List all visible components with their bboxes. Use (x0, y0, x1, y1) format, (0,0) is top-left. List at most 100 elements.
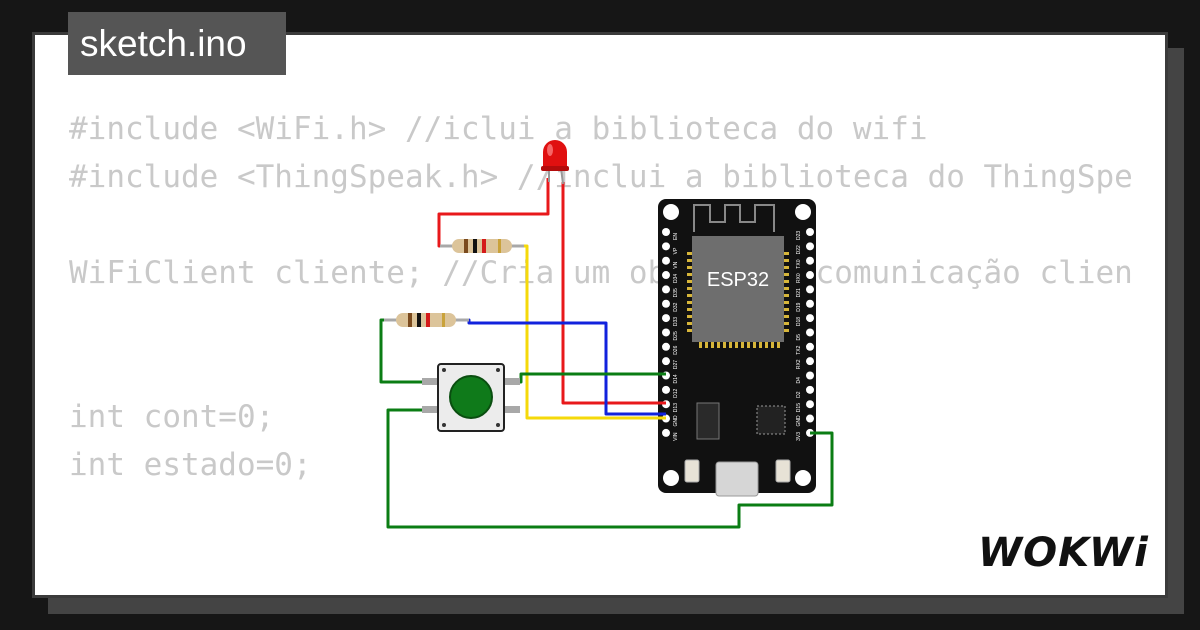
header-pin[interactable] (806, 285, 814, 294)
header-pin[interactable] (662, 285, 670, 294)
pin-label: D25 (673, 331, 679, 340)
pin-label: VP (673, 247, 679, 254)
pin-label: D5 (796, 334, 802, 341)
header-pin[interactable] (806, 228, 814, 236)
wire-red-led-d13[interactable] (561, 182, 666, 405)
header-pin[interactable] (806, 385, 814, 394)
chip-pad (723, 342, 726, 348)
code-line: #include <ThingSpeak.h> //inclui a bibli… (69, 159, 1133, 195)
file-tab[interactable]: sketch.ino (68, 12, 286, 75)
header-pin[interactable] (662, 357, 670, 366)
pin-label: D33 (673, 317, 679, 326)
chip-pad (711, 342, 714, 348)
boot-button[interactable] (684, 459, 700, 483)
header-pin[interactable] (806, 256, 814, 265)
pin-label: D34 (673, 274, 679, 283)
wire-green-button-d14[interactable] (506, 372, 666, 384)
header-pin[interactable] (806, 371, 814, 380)
chip-pad (687, 315, 692, 318)
pin-label: RX0 (796, 273, 802, 283)
resistor-band (426, 313, 430, 327)
esp32-board[interactable]: ESP32 ENVPVND34D35D32D33D25D26D27D14D12D… (658, 199, 816, 497)
header-pin[interactable] (806, 299, 814, 308)
wire-green-button-3v3[interactable] (386, 408, 834, 529)
header-pin[interactable] (662, 271, 670, 280)
chip-pad (729, 342, 732, 348)
resistor-band (464, 239, 468, 253)
chip-pad (777, 342, 780, 348)
right-pin-header (806, 228, 814, 437)
resistor-button[interactable] (384, 313, 469, 327)
pin-label: TX0 (796, 259, 802, 268)
button-corner (442, 368, 446, 372)
chip-pad (687, 308, 692, 311)
pin-label: D35 (673, 288, 679, 297)
pin-label: D27 (673, 360, 679, 369)
button-cap[interactable] (449, 375, 493, 419)
reset-button[interactable] (775, 459, 791, 483)
chip-pad (784, 322, 789, 325)
pin-label: VIN (673, 432, 679, 441)
chip-pad (784, 259, 789, 262)
chip-pad (687, 294, 692, 297)
header-pin[interactable] (662, 328, 670, 337)
chip-pad (735, 342, 738, 348)
left-pin-header (662, 228, 670, 437)
micro-usb-port[interactable] (715, 461, 759, 497)
pin-label: D19 (796, 302, 802, 311)
header-pin[interactable] (662, 342, 670, 351)
chip-pad (687, 329, 692, 332)
header-pin[interactable] (806, 328, 814, 337)
pin-label: D14 (673, 374, 679, 383)
chip-pad (705, 342, 708, 348)
header-pin[interactable] (662, 299, 670, 308)
pin-label: D23 (796, 231, 802, 240)
red-led[interactable] (541, 140, 569, 185)
button-leg (503, 378, 520, 385)
wire-red-led-resistor[interactable] (437, 178, 550, 248)
resistor-band (482, 239, 486, 253)
chip-pads (687, 252, 789, 348)
pushbutton[interactable] (422, 363, 520, 432)
header-pin[interactable] (662, 242, 670, 251)
code-line: void setup() { (69, 585, 1133, 595)
header-pin[interactable] (806, 414, 814, 423)
voltage-regulator (696, 402, 720, 440)
right-pin-labels: D23D22TX0RX0D21D19D18D5TX2RX2D4D2D15GND3… (796, 231, 802, 441)
button-corner (442, 423, 446, 427)
header-pin[interactable] (662, 385, 670, 394)
pin-label: RX2 (796, 359, 802, 369)
chip-pad (687, 266, 692, 269)
pin-label: D21 (796, 288, 802, 297)
header-pin[interactable] (662, 428, 670, 437)
chip-pad (784, 252, 789, 255)
pin-label: 3V3 (796, 432, 802, 441)
chip-pad (771, 342, 774, 348)
button-leg (422, 378, 439, 385)
pin-label: D26 (673, 345, 679, 354)
pin-label: GND (673, 415, 679, 427)
chip-pad (784, 287, 789, 290)
pin-label: D32 (673, 302, 679, 311)
header-pin[interactable] (806, 357, 814, 366)
usb-uart-chip (756, 405, 786, 435)
mount-hole (795, 470, 811, 486)
header-pin[interactable] (806, 400, 814, 409)
chip-pad (741, 342, 744, 348)
mount-hole (663, 204, 679, 220)
header-pin[interactable] (662, 228, 670, 236)
header-pin[interactable] (806, 314, 814, 323)
wire-yellow-gnd[interactable] (512, 244, 666, 420)
led-rim (541, 166, 569, 171)
header-pin[interactable] (662, 314, 670, 323)
header-pin[interactable] (806, 242, 814, 251)
resistor-band (442, 313, 445, 327)
header-pin[interactable] (662, 256, 670, 265)
resistor-led[interactable] (440, 239, 524, 253)
chip-pad (759, 342, 762, 348)
header-pin[interactable] (806, 271, 814, 280)
mount-hole (663, 470, 679, 486)
antenna-trace (693, 204, 775, 232)
header-pin[interactable] (806, 342, 814, 351)
wire-green-resistor-button[interactable] (379, 318, 437, 384)
